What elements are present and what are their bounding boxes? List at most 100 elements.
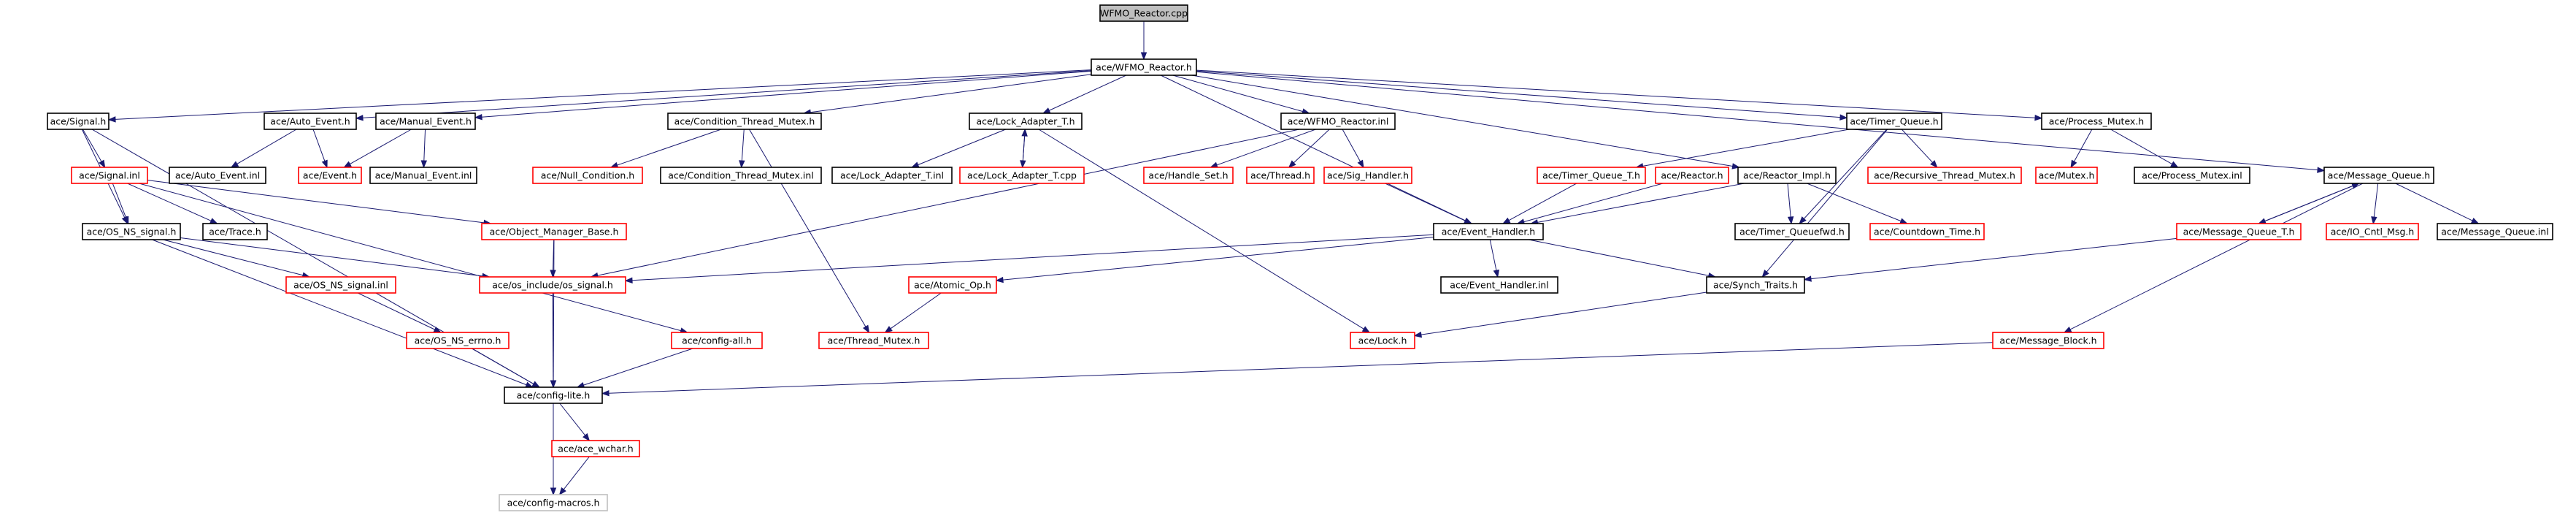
node-box bbox=[202, 223, 268, 240]
node-box bbox=[2134, 167, 2250, 184]
node-label: ace/Auto_Event.h bbox=[270, 116, 350, 127]
node-box bbox=[82, 223, 181, 240]
edge-process_mutex_h-to-mutex_h bbox=[2070, 129, 2093, 169]
edge-wfmo_h-to-process_mutex_h bbox=[1196, 69, 2043, 121]
edge-wfmo_inl-to-os_include_os_signal_h bbox=[590, 129, 1300, 279]
node-auto-event-inl[interactable]: ace/Auto_Event.inl bbox=[169, 167, 266, 184]
node-wfmo-cpp[interactable]: WFMO_Reactor.cpp bbox=[1099, 4, 1188, 22]
node-manual-event-inl[interactable]: ace/Manual_Event.inl bbox=[369, 167, 477, 184]
node-signal-h[interactable]: ace/Signal.h bbox=[47, 113, 109, 130]
node-timer-queue-t-h[interactable]: ace/Timer_Queue_T.h bbox=[1537, 167, 1646, 184]
node-box bbox=[969, 113, 1083, 130]
edge-wfmo_h-to-event_handler_h bbox=[1160, 75, 1473, 224]
edge-wfmo_cpp-to-wfmo_h bbox=[1140, 21, 1147, 61]
edge-signal_inl-to-trace_h bbox=[127, 183, 218, 224]
edge-wfmo_inl-to-thread_h bbox=[1288, 129, 1330, 168]
node-box bbox=[551, 440, 640, 457]
node-label: ace/OS_NS_errno.h bbox=[415, 335, 501, 346]
node-os-ns-errno-h[interactable]: ace/OS_NS_errno.h bbox=[406, 332, 510, 349]
edge-signal_h-to-signal_inl bbox=[82, 129, 106, 169]
node-label: ace/Timer_Queue.h bbox=[1850, 116, 1938, 127]
node-box bbox=[532, 167, 643, 184]
node-thread-mutex-h[interactable]: ace/Thread_Mutex.h bbox=[818, 332, 929, 349]
edge-manual_event_h-to-event_h bbox=[343, 129, 412, 168]
node-event-handler-h[interactable]: ace/Event_Handler.h bbox=[1433, 223, 1544, 240]
edge-lock_adapter_t_cpp-to-lock_adapter_t_h bbox=[1021, 128, 1028, 168]
node-message-block-h[interactable]: ace/Message_Block.h bbox=[1992, 332, 2104, 349]
node-lock-adapter-t-inl[interactable]: ace/Lock_Adapter_T.inl bbox=[831, 167, 953, 184]
node-cond-thread-mutex-h[interactable]: ace/Condition_Thread_Mutex.h bbox=[667, 113, 822, 130]
node-timer-queuefwd-h[interactable]: ace/Timer_Queuefwd.h bbox=[1734, 223, 1850, 240]
node-label: ace/WFMO_Reactor.h bbox=[1096, 62, 1192, 73]
node-ace-wchar-h[interactable]: ace/ace_wchar.h bbox=[551, 440, 640, 457]
node-message-queue-h[interactable]: ace/Message_Queue.h bbox=[2323, 167, 2434, 184]
node-box bbox=[406, 332, 510, 349]
node-reactor-impl-h[interactable]: ace/Reactor_Impl.h bbox=[1737, 167, 1837, 184]
node-box bbox=[369, 167, 477, 184]
node-timer-queue-h[interactable]: ace/Timer_Queue.h bbox=[1846, 113, 1942, 130]
node-label: ace/Condition_Thread_Mutex.h bbox=[674, 116, 815, 127]
node-label: ace/Process_Mutex.h bbox=[2049, 116, 2144, 127]
edge-manual_event_h-to-manual_event_inl bbox=[420, 129, 428, 169]
node-mutex-h[interactable]: ace/Mutex.h bbox=[2035, 167, 2098, 184]
edge-wfmo_inl-to-sig_handler_h bbox=[1342, 129, 1364, 169]
node-process-mutex-h[interactable]: ace/Process_Mutex.h bbox=[2041, 113, 2152, 130]
node-label: ace/Handle_Set.h bbox=[1148, 170, 1228, 181]
node-config-all-h[interactable]: ace/config-all.h bbox=[671, 332, 763, 349]
node-label: ace/Synch_Traits.h bbox=[1713, 280, 1798, 291]
node-countdown-time-h[interactable]: ace/Countdown_Time.h bbox=[1869, 223, 1985, 240]
edge-reactor_impl_h-to-countdown_time_h bbox=[1807, 183, 1908, 224]
node-process-mutex-inl[interactable]: ace/Process_Mutex.inl bbox=[2134, 167, 2250, 184]
node-synch-traits-h[interactable]: ace/Synch_Traits.h bbox=[1706, 276, 1805, 294]
node-lock-h[interactable]: ace/Lock.h bbox=[1350, 332, 1415, 349]
node-config-lite-h[interactable]: ace/config-lite.h bbox=[504, 386, 603, 404]
node-os-ns-signal-inl[interactable]: ace/OS_NS_signal.inl bbox=[285, 276, 396, 294]
node-auto-event-h[interactable]: ace/Auto_Event.h bbox=[264, 113, 357, 130]
node-box bbox=[1246, 167, 1315, 184]
node-os-ns-signal-h[interactable]: ace/OS_NS_signal.h bbox=[82, 223, 181, 240]
node-label: ace/OS_NS_signal.h bbox=[87, 226, 177, 237]
node-handle-set-h[interactable]: ace/Handle_Set.h bbox=[1143, 167, 1234, 184]
node-label: ace/Timer_Queuefwd.h bbox=[1739, 226, 1845, 237]
node-cond-thread-mutex-inl[interactable]: ace/Condition_Thread_Mutex.inl bbox=[660, 167, 822, 184]
node-event-h[interactable]: ace/Event.h bbox=[298, 167, 362, 184]
edge-synch_traits_h-to-lock_h bbox=[1413, 292, 1707, 338]
node-trace-h[interactable]: ace/Trace.h bbox=[202, 223, 268, 240]
node-io-cntl-msg-h[interactable]: ace/IO_Cntl_Msg.h bbox=[2326, 223, 2419, 240]
node-event-handler-inl[interactable]: ace/Event_Handler.inl bbox=[1440, 276, 1558, 294]
node-label: ace/ace_wchar.h bbox=[558, 443, 633, 454]
node-label: ace/Countdown_Time.h bbox=[1874, 226, 1980, 237]
node-os-include-os-signal-h[interactable]: ace/os_include/os_signal.h bbox=[479, 276, 626, 294]
node-reactor-h[interactable]: ace/Reactor.h bbox=[1655, 167, 1729, 184]
node-box bbox=[2326, 223, 2419, 240]
node-message-queue-t-h[interactable]: ace/Message_Queue_T.h bbox=[2176, 223, 2302, 240]
node-sig-handler-h[interactable]: ace/Sig_Handler.h bbox=[1323, 167, 1412, 184]
node-lock-adapter-t-cpp[interactable]: ace/Lock_Adapter_T.cpp bbox=[959, 167, 1085, 184]
edge-wfmo_h-to-signal_h bbox=[107, 69, 1092, 123]
edge-message_queue_t_h-to-message_queue_h bbox=[2258, 183, 2360, 224]
edge-timer_queue_h-to-synch_traits_h bbox=[1761, 129, 1888, 278]
edge-object_manager_base_h-to-os_include_os_signal_h bbox=[550, 239, 556, 278]
node-null-condition-h[interactable]: ace/Null_Condition.h bbox=[532, 167, 643, 184]
node-box bbox=[1323, 167, 1412, 184]
node-signal-inl[interactable]: ace/Signal.inl bbox=[71, 167, 148, 184]
node-box bbox=[671, 332, 763, 349]
node-recursive-thread-mutex-h[interactable]: ace/Recursive_Thread_Mutex.h bbox=[1867, 167, 2022, 184]
edge-event_handler_h-to-atomic_op_h bbox=[995, 236, 1434, 283]
node-label: ace/Lock_Adapter_T.inl bbox=[840, 170, 944, 181]
node-label: ace/Message_Block.h bbox=[1999, 335, 2096, 346]
node-message-queue-inl[interactable]: ace/Message_Queue.inl bbox=[2437, 223, 2553, 240]
node-label: ace/Reactor.h bbox=[1661, 170, 1723, 181]
node-config-macros-h[interactable]: ace/config-macros.h bbox=[499, 494, 608, 511]
edge-process_mutex_h-to-process_mutex_inl bbox=[2110, 129, 2179, 168]
node-lock-adapter-t-h[interactable]: ace/Lock_Adapter_T.h bbox=[969, 113, 1083, 130]
node-thread-h[interactable]: ace/Thread.h bbox=[1246, 167, 1315, 184]
node-box bbox=[959, 167, 1085, 184]
node-box bbox=[2041, 113, 2152, 130]
node-wfmo-h[interactable]: ace/WFMO_Reactor.h bbox=[1091, 58, 1197, 76]
node-wfmo-inl[interactable]: ace/WFMO_Reactor.inl bbox=[1280, 113, 1396, 130]
edge-signal_inl-to-object_manager_base_h bbox=[147, 180, 492, 226]
node-manual-event-h[interactable]: ace/Manual_Event.h bbox=[375, 113, 476, 130]
node-atomic-op-h[interactable]: ace/Atomic_Op.h bbox=[908, 276, 997, 294]
node-object-manager-base-h[interactable]: ace/Object_Manager_Base.h bbox=[481, 223, 627, 240]
